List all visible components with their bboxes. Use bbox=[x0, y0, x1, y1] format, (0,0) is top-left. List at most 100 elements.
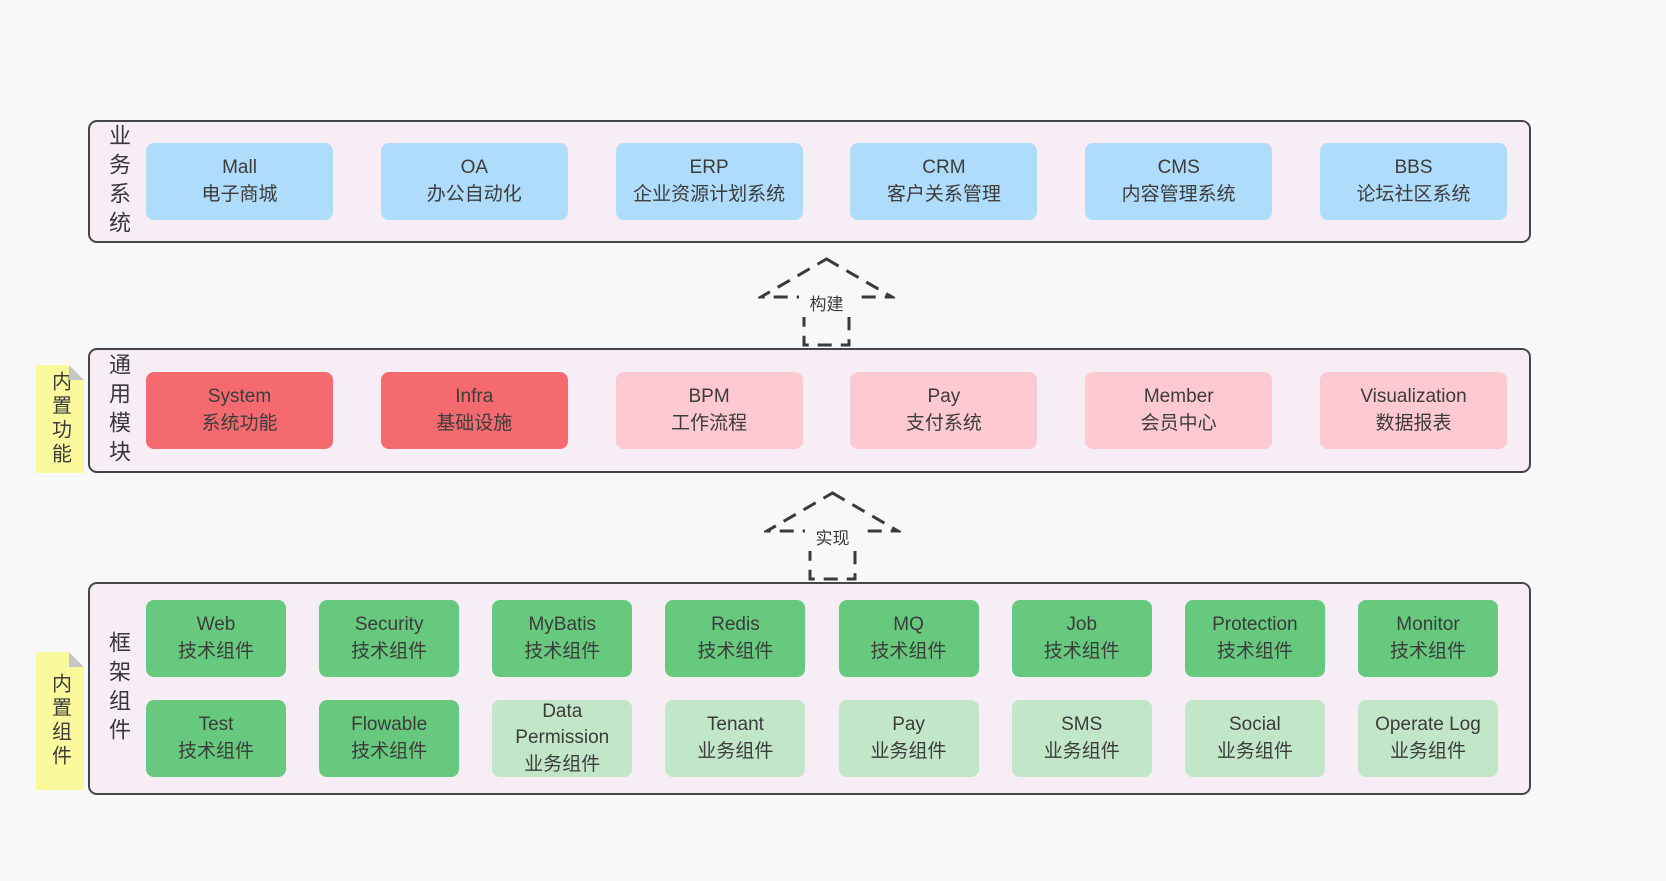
box-bpm: BPM 工作流程 bbox=[615, 372, 803, 449]
sticky-note-built-in-components: 内置组件 bbox=[36, 652, 84, 790]
box-title: Monitor bbox=[1396, 613, 1460, 635]
arrow-outline bbox=[758, 257, 895, 347]
box-title: Tenant bbox=[706, 713, 764, 735]
box-subtitle: 数据报表 bbox=[1375, 412, 1452, 434]
box-monitor: Monitor 技术组件 bbox=[1357, 600, 1498, 677]
box-subtitle: 技术组件 bbox=[524, 640, 601, 662]
layer-business-systems: 业务系统 Mall 电子商城 OA 办公自动化 ERP 企业资源计划系统 CRM… bbox=[88, 120, 1531, 243]
box-title: Pay bbox=[892, 713, 925, 735]
box-subtitle: 业务组件 bbox=[1216, 740, 1293, 762]
box-title: Job bbox=[1066, 613, 1098, 635]
box-visualization: Visualization 数据报表 bbox=[1319, 372, 1507, 449]
layer-label-text: 框架组件 bbox=[106, 630, 131, 747]
implement-arrow-icon: 实现 bbox=[764, 491, 901, 581]
sticky-note-built-in-features: 内置功能 bbox=[36, 365, 84, 473]
box-sms: SMS 业务组件 bbox=[1011, 700, 1152, 777]
box-social: Social 业务组件 bbox=[1184, 700, 1325, 777]
box-subtitle: 技术组件 bbox=[351, 640, 428, 662]
box-job: Job 技术组件 bbox=[1011, 600, 1152, 677]
box-erp: ERP 企业资源计划系统 bbox=[615, 143, 803, 220]
build-arrow-label: 构建 bbox=[810, 295, 844, 314]
box-oa: OA 办公自动化 bbox=[380, 143, 568, 220]
box-crm: CRM 客户关系管理 bbox=[850, 143, 1038, 220]
box-subtitle: 业务组件 bbox=[1043, 740, 1120, 762]
box-subtitle: 客户关系管理 bbox=[886, 183, 1001, 205]
box-title: BPM bbox=[688, 385, 730, 407]
box-title: Mall bbox=[222, 156, 257, 178]
box-subtitle: 系统功能 bbox=[201, 412, 278, 434]
box-title: Test bbox=[198, 713, 234, 735]
box-subtitle: 技术组件 bbox=[1216, 640, 1293, 662]
box-title: CMS bbox=[1157, 156, 1200, 178]
box-title: Web bbox=[196, 613, 236, 635]
box-subtitle: 工作流程 bbox=[671, 412, 748, 434]
arrow-label-backing bbox=[805, 523, 860, 551]
box-title: Infra bbox=[455, 385, 494, 407]
box-title: Social bbox=[1228, 713, 1281, 735]
box-subtitle: 技术组件 bbox=[177, 640, 254, 662]
box-flowable: Flowable 技术组件 bbox=[319, 700, 460, 777]
box-subtitle: 技术组件 bbox=[1389, 640, 1466, 662]
box-web: Web 技术组件 bbox=[146, 600, 286, 677]
sticky-note-text: 内置组件 bbox=[48, 673, 71, 769]
box-subtitle: 电子商城 bbox=[201, 183, 278, 205]
box-subtitle: 技术组件 bbox=[1043, 640, 1120, 662]
box-subtitle: 支付系统 bbox=[905, 412, 982, 434]
business-systems-row: Mall 电子商城 OA 办公自动化 ERP 企业资源计划系统 CRM 客户关系… bbox=[146, 122, 1529, 241]
box-title: Data Permission bbox=[515, 700, 610, 749]
box-bbs: BBS 论坛社区系统 bbox=[1319, 143, 1507, 220]
layer-label-business-systems: 业务系统 bbox=[90, 122, 146, 241]
box-title: SMS bbox=[1061, 713, 1103, 735]
layer-label-text: 业务系统 bbox=[106, 123, 131, 240]
box-data-permission: Data Permission 业务组件 bbox=[492, 700, 633, 777]
box-member: Member 会员中心 bbox=[1085, 372, 1273, 449]
box-redis: Redis 技术组件 bbox=[665, 600, 806, 677]
layer-common-modules: 通用模块 System 系统功能 Infra 基础设施 BPM 工作流程 Pay… bbox=[88, 348, 1531, 473]
box-title: CRM bbox=[922, 156, 966, 178]
box-tenant: Tenant 业务组件 bbox=[665, 700, 806, 777]
box-title: OA bbox=[460, 156, 489, 178]
box-title: MyBatis bbox=[528, 613, 597, 635]
box-subtitle: 业务组件 bbox=[524, 753, 601, 775]
box-protection: Protection 技术组件 bbox=[1184, 600, 1325, 677]
arrow-outline bbox=[764, 491, 901, 581]
arrow-label-backing bbox=[799, 289, 854, 317]
box-subtitle: 业务组件 bbox=[697, 740, 774, 762]
implement-arrow-label: 实现 bbox=[816, 529, 850, 548]
box-title: Redis bbox=[711, 613, 760, 635]
box-mq: MQ 技术组件 bbox=[838, 600, 979, 677]
layer-framework-components: 框架组件 Web 技术组件 Security 技术组件 MyBatis 技术组件… bbox=[88, 582, 1531, 795]
box-subtitle: 企业资源计划系统 bbox=[633, 183, 786, 205]
box-subtitle: 业务组件 bbox=[1389, 740, 1466, 762]
box-title: Member bbox=[1143, 385, 1214, 407]
box-pay-component: Pay 业务组件 bbox=[838, 700, 979, 777]
box-mybatis: MyBatis 技术组件 bbox=[492, 600, 633, 677]
sticky-note-text: 内置功能 bbox=[48, 371, 71, 467]
framework-components-grid: Web 技术组件 Security 技术组件 MyBatis 技术组件 Redi… bbox=[146, 584, 1529, 793]
layer-label-text: 通用模块 bbox=[106, 352, 131, 469]
box-pay-module: Pay 支付系统 bbox=[850, 372, 1038, 449]
box-title: Flowable bbox=[351, 713, 428, 735]
box-subtitle: 技术组件 bbox=[697, 640, 774, 662]
box-title: Pay bbox=[927, 385, 961, 407]
box-subtitle: 内容管理系统 bbox=[1121, 183, 1236, 205]
biz-components-row: Test 技术组件 Flowable 技术组件 Data Permission … bbox=[146, 700, 1498, 777]
box-mall: Mall 电子商城 bbox=[146, 143, 333, 220]
box-title: System bbox=[207, 385, 272, 407]
layer-label-framework-components: 框架组件 bbox=[90, 584, 146, 793]
box-subtitle: 办公自动化 bbox=[426, 183, 522, 205]
box-cms: CMS 内容管理系统 bbox=[1085, 143, 1273, 220]
box-subtitle: 技术组件 bbox=[351, 740, 428, 762]
box-title: BBS bbox=[1394, 156, 1433, 178]
build-arrow-icon: 构建 bbox=[758, 257, 895, 347]
box-subtitle: 技术组件 bbox=[870, 640, 947, 662]
box-subtitle: 基础设施 bbox=[436, 412, 513, 434]
box-title: Visualization bbox=[1360, 385, 1467, 407]
box-subtitle: 业务组件 bbox=[870, 740, 947, 762]
box-test: Test 技术组件 bbox=[146, 700, 286, 777]
tech-components-row: Web 技术组件 Security 技术组件 MyBatis 技术组件 Redi… bbox=[146, 600, 1498, 677]
folded-corner-icon bbox=[69, 652, 84, 667]
box-title: ERP bbox=[689, 156, 729, 178]
box-title: Protection bbox=[1212, 613, 1298, 635]
